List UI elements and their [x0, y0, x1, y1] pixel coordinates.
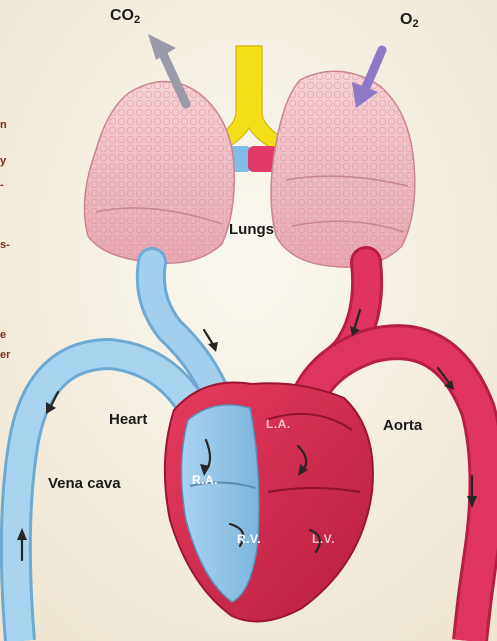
- cropped-fragment: -: [0, 180, 4, 191]
- left-atrium-label: L.A.: [266, 418, 291, 430]
- o2-label-subscript: 2: [412, 18, 418, 30]
- right-ventricle-label: R.V.: [237, 533, 261, 545]
- vena-cava-label: Vena cava: [48, 476, 121, 491]
- o2-label-main: O: [400, 11, 412, 28]
- cropped-fragment: n: [0, 120, 7, 131]
- o2-label: O2: [400, 12, 419, 30]
- right-lung: [271, 71, 415, 267]
- right-atrium-label: R.A.: [192, 474, 218, 486]
- left-ventricle-label: L.V.: [312, 533, 335, 545]
- cropped-text-fragments: n y - s- e er: [0, 0, 14, 641]
- cropped-fragment: s-: [0, 240, 10, 251]
- cropped-fragment: e: [0, 330, 6, 341]
- lungs-label: Lungs: [229, 222, 274, 237]
- cropped-fragment: er: [0, 350, 10, 361]
- co2-label: CO2: [110, 8, 140, 26]
- aorta-label: Aorta: [383, 418, 422, 433]
- co2-label-main: CO: [110, 7, 134, 24]
- co2-label-subscript: 2: [134, 14, 140, 26]
- heart-label: Heart: [109, 412, 147, 427]
- cropped-fragment: y: [0, 156, 6, 167]
